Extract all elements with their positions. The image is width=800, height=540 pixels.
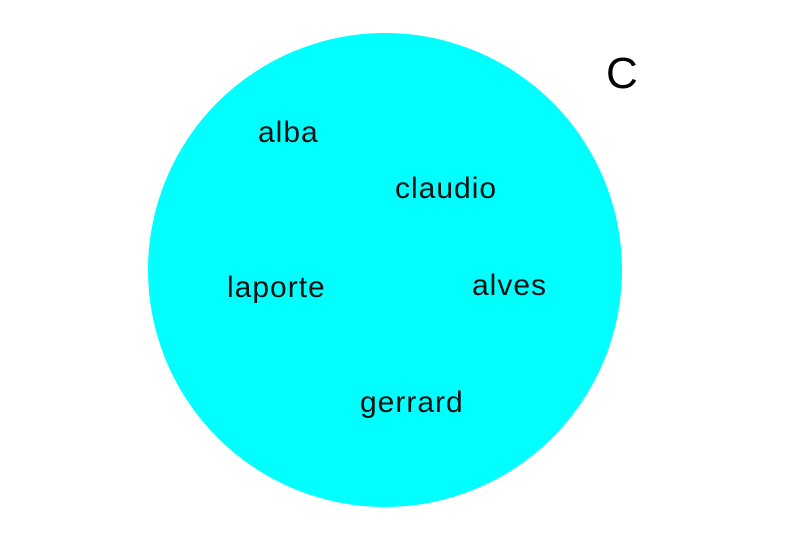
member-laporte: laporte bbox=[227, 271, 326, 304]
member-alves: alves bbox=[472, 269, 548, 302]
member-gerrard: gerrard bbox=[360, 386, 464, 419]
set-c-label: C bbox=[606, 49, 638, 98]
member-alba: alba bbox=[258, 116, 319, 149]
set-c-circle bbox=[148, 33, 622, 507]
member-claudio: claudio bbox=[395, 172, 498, 205]
